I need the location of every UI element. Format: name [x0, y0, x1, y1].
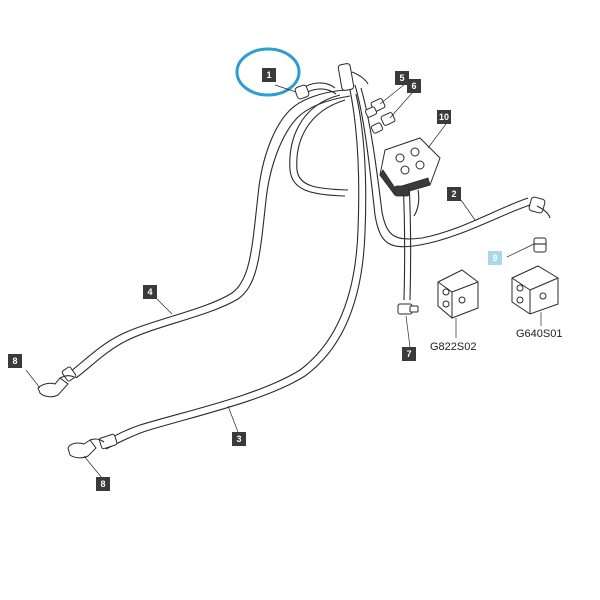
callout-10: 10 — [437, 110, 451, 124]
valve-block-g822s02 — [437, 269, 479, 319]
callout-3: 3 — [232, 432, 246, 446]
hose-to-fitting-7 — [402, 179, 412, 301]
callout-7: 7 — [402, 347, 416, 361]
fitting-5 — [364, 98, 386, 118]
fitting-9 — [533, 237, 547, 253]
hose-return-loop — [289, 94, 349, 197]
fitting-7 — [397, 303, 419, 315]
fitting-8-lower — [67, 438, 105, 459]
hose-2 — [354, 84, 551, 248]
steering-unit-10 — [379, 137, 441, 217]
fitting-8-upper — [37, 375, 75, 398]
hose-3 — [98, 89, 367, 450]
callout-8-lower: 8 — [96, 477, 110, 491]
highlight-circle — [235, 47, 301, 97]
callout-9: 9 — [488, 251, 502, 265]
part-code-g822s02: G822S02 — [430, 341, 477, 353]
valve-block-g640s01 — [511, 265, 559, 315]
callout-6: 6 — [407, 79, 421, 93]
callout-1: 1 — [262, 68, 276, 82]
hose-4 — [61, 89, 351, 382]
top-end-fitting — [337, 63, 369, 91]
hose-1 — [294, 82, 337, 100]
fitting-6 — [370, 112, 396, 134]
callout-8-upper: 8 — [8, 354, 22, 368]
part-code-g640s01: G640S01 — [516, 328, 563, 340]
callout-5: 5 — [395, 71, 409, 85]
leader-lines — [25, 83, 542, 479]
callout-4: 4 — [143, 285, 157, 299]
callout-2: 2 — [447, 187, 461, 201]
